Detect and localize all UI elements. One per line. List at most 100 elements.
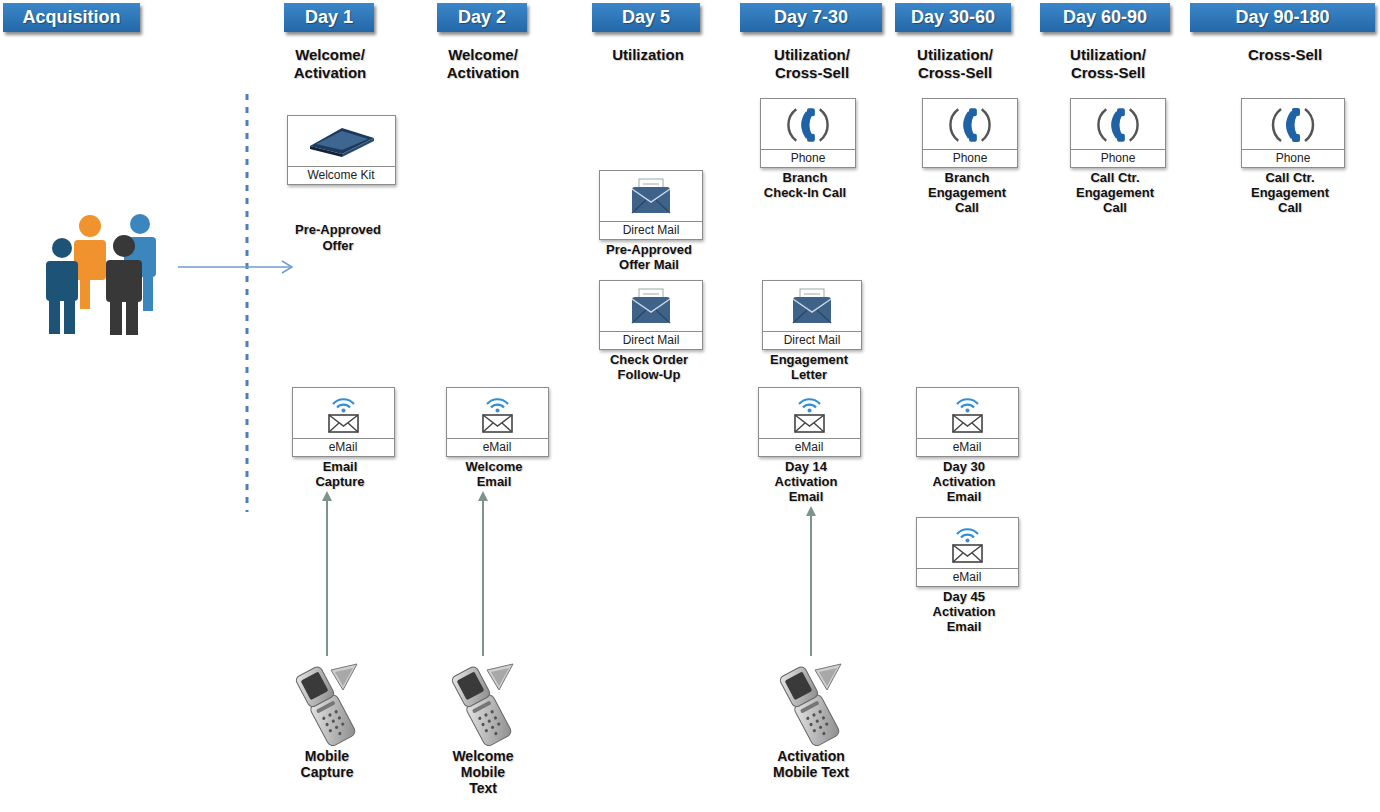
icon-part	[450, 665, 513, 746]
channel-touchpoint: PhoneBranch Check-In Call	[760, 98, 850, 200]
mobile-label: Mobile Capture	[287, 748, 367, 780]
icon-part	[478, 710, 505, 739]
icon-part	[310, 146, 342, 157]
icon-part	[282, 261, 292, 273]
channel-icon-box: Direct Mail	[762, 280, 862, 350]
icon-part	[950, 109, 958, 140]
phase-label: Utilization/ Cross-Sell	[757, 46, 867, 82]
channel-strip: Phone	[761, 149, 855, 167]
icon-part	[342, 138, 374, 157]
channel-strip: eMail	[447, 438, 548, 456]
icon-part	[341, 722, 345, 726]
icon-part	[807, 108, 815, 116]
phase-label: Utilization/ Cross-Sell	[900, 46, 1010, 82]
icon-part	[961, 535, 974, 538]
icon-part	[106, 260, 142, 302]
day-header-tab: Day 7-30	[740, 3, 882, 32]
icon-part	[328, 728, 332, 732]
phone-icon	[1071, 99, 1165, 150]
phase-label: Utilization	[593, 46, 703, 64]
channel-icon-box: Welcome Kit	[287, 115, 396, 185]
channel-touchpoint: eMailEmail Capture	[292, 387, 389, 489]
icon-part	[295, 665, 336, 708]
icon-part	[807, 409, 811, 413]
icon-part	[795, 415, 824, 432]
channel-strip: eMail	[917, 438, 1018, 456]
icon-part	[809, 722, 813, 726]
icon-part	[487, 664, 513, 690]
channel-name: Direct Mail	[600, 332, 702, 349]
touchpoint-label: Welcome Email	[451, 459, 537, 489]
mobile-touchpoint: Welcome Mobile Text	[428, 660, 538, 796]
icon-part	[333, 399, 354, 404]
icon-part	[334, 710, 338, 714]
phone-icon	[1242, 99, 1344, 150]
icon-part	[1292, 134, 1300, 142]
icon-part	[969, 108, 977, 116]
mobile-label: Welcome Mobile Text	[447, 748, 519, 796]
icon-part	[325, 722, 329, 726]
icon-part	[49, 300, 60, 334]
icon-part	[126, 300, 138, 335]
icon-part	[803, 405, 816, 408]
icon-part	[335, 668, 353, 686]
mobile-phone-icon	[771, 660, 851, 746]
mobile-phone-icon	[443, 660, 523, 746]
icon-part	[52, 238, 72, 258]
channel-name: eMail	[759, 439, 860, 456]
channel-name: Phone	[1071, 150, 1165, 167]
icon-part	[969, 134, 977, 142]
icon-part	[632, 189, 670, 202]
channel-arrow	[482, 493, 484, 656]
icon-part	[456, 671, 484, 700]
email-icon	[447, 388, 548, 439]
icon-part	[632, 187, 670, 213]
channel-icon-box: eMail	[292, 387, 395, 457]
customer-group-icon	[46, 214, 156, 335]
channel-arrow	[810, 508, 812, 656]
header-text: Day 90-180	[1235, 7, 1329, 28]
icon-part	[632, 310, 670, 323]
icon-part	[110, 300, 122, 335]
header-text: Day 7-30	[774, 7, 848, 28]
icon-part	[815, 719, 819, 723]
channel-touchpoint: Direct MailPre-Approved Offer Mail	[599, 170, 699, 272]
channel-touchpoint: Welcome Kit	[287, 115, 390, 185]
icon-part	[643, 184, 659, 185]
icon-part	[294, 665, 357, 746]
icon-part	[490, 710, 494, 714]
channel-strip: eMail	[293, 438, 394, 456]
icon-part	[329, 415, 358, 432]
icon-part	[322, 710, 349, 739]
touchpoint-label: Day 14 Activation Email	[763, 459, 849, 504]
icon-part	[795, 415, 824, 432]
icon-part	[822, 731, 826, 735]
email-icon	[917, 388, 1018, 439]
icon-part	[812, 728, 816, 732]
icon-part	[490, 725, 494, 729]
header-text: Day 5	[622, 7, 670, 28]
channel-name: eMail	[917, 569, 1018, 586]
icon-part	[961, 405, 974, 408]
icon-part	[632, 200, 670, 213]
direct-mail-icon	[600, 171, 702, 222]
mobile-label: Activation Mobile Text	[771, 748, 851, 780]
icon-part	[806, 716, 810, 720]
touchpoint-label: Day 30 Activation Email	[921, 459, 1007, 504]
channel-name: Welcome Kit	[288, 167, 395, 184]
icon-part	[497, 722, 501, 726]
channel-name: Phone	[923, 150, 1017, 167]
icon-part	[778, 665, 841, 746]
mobile-touchpoint: Mobile Capture	[272, 660, 382, 780]
icon-part	[953, 545, 982, 562]
channel-strip: Direct Mail	[600, 221, 702, 239]
channel-strip: Direct Mail	[600, 331, 702, 349]
phase-label: Cross-Sell	[1225, 46, 1345, 64]
icon-part	[300, 671, 328, 700]
icon-part	[328, 713, 332, 717]
day-header-tab: Day 30-60	[895, 3, 1011, 32]
channel-touchpoint: eMailDay 14 Activation Email	[758, 387, 855, 504]
direct-mail-icon	[600, 281, 702, 332]
mobile-touchpoint: Activation Mobile Text	[756, 660, 866, 780]
